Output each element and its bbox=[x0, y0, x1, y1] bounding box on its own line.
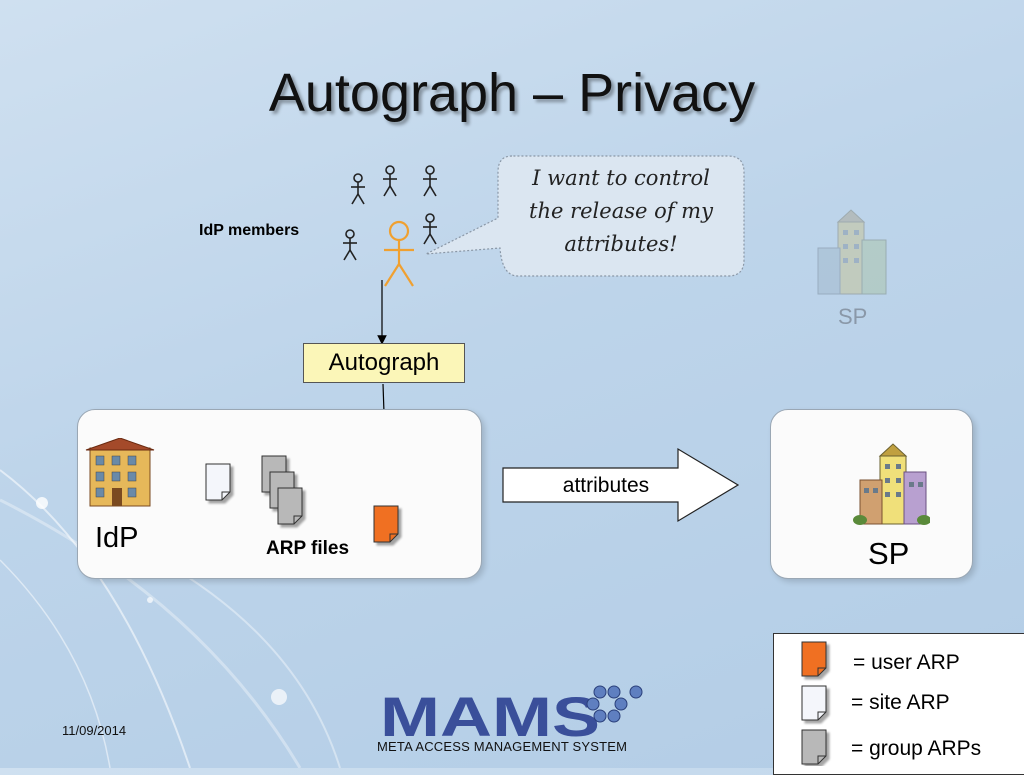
sp-building-icon bbox=[853, 443, 930, 525]
person-icon bbox=[423, 213, 437, 245]
legend-site-arp: = site ARP bbox=[851, 691, 950, 714]
speech-bubble bbox=[425, 155, 745, 277]
group-arp-icon bbox=[277, 487, 303, 525]
person-icon bbox=[343, 229, 357, 261]
legend-user-arp: = user ARP bbox=[853, 651, 960, 674]
faded-sp-label: SP bbox=[838, 304, 868, 329]
arp-files bbox=[205, 455, 399, 543]
person-icon bbox=[423, 165, 437, 197]
attributes-arrow-label: attributes bbox=[562, 474, 650, 497]
idp-label: IdP bbox=[95, 522, 139, 554]
user-arp-legend-icon bbox=[801, 641, 827, 677]
person-icon bbox=[351, 173, 365, 205]
attributes-arrow bbox=[502, 447, 740, 523]
speech-bubble-line: the release of my bbox=[529, 199, 713, 223]
idp-members-label: IdP members bbox=[199, 222, 300, 239]
speech-bubble-line: I want to control bbox=[532, 166, 710, 190]
person-icon bbox=[383, 165, 397, 197]
autograph-box: Autograph bbox=[303, 343, 465, 383]
logo-hex-icon bbox=[586, 685, 643, 723]
faded-building-icon bbox=[817, 209, 887, 295]
highlighted-person-icon bbox=[384, 220, 414, 287]
legend-icons bbox=[801, 641, 827, 765]
logo-subtitle: META ACCESS MANAGEMENT SYSTEM bbox=[377, 739, 628, 754]
speech-bubble-line: attributes! bbox=[564, 232, 678, 256]
group-arp-legend-icon bbox=[801, 729, 827, 765]
site-arp-icon bbox=[205, 463, 231, 501]
logo-wordmark: MAMS bbox=[380, 685, 600, 740]
slide-date: 11/09/2014 bbox=[62, 723, 127, 738]
site-arp-legend-icon bbox=[801, 685, 827, 721]
slide-title: Autograph – Privacy bbox=[268, 63, 756, 123]
user-arp-icon bbox=[373, 505, 399, 543]
legend-group-arps: = group ARPs bbox=[851, 737, 982, 760]
arp-files-label: ARP files bbox=[266, 538, 350, 559]
sp-label: SP bbox=[868, 536, 910, 571]
mams-logo: MAMS bbox=[380, 685, 643, 740]
idp-members-figures bbox=[343, 165, 437, 287]
idp-building-icon bbox=[85, 438, 155, 507]
speech-bubble-text: I want to control the release of my attr… bbox=[505, 162, 737, 261]
